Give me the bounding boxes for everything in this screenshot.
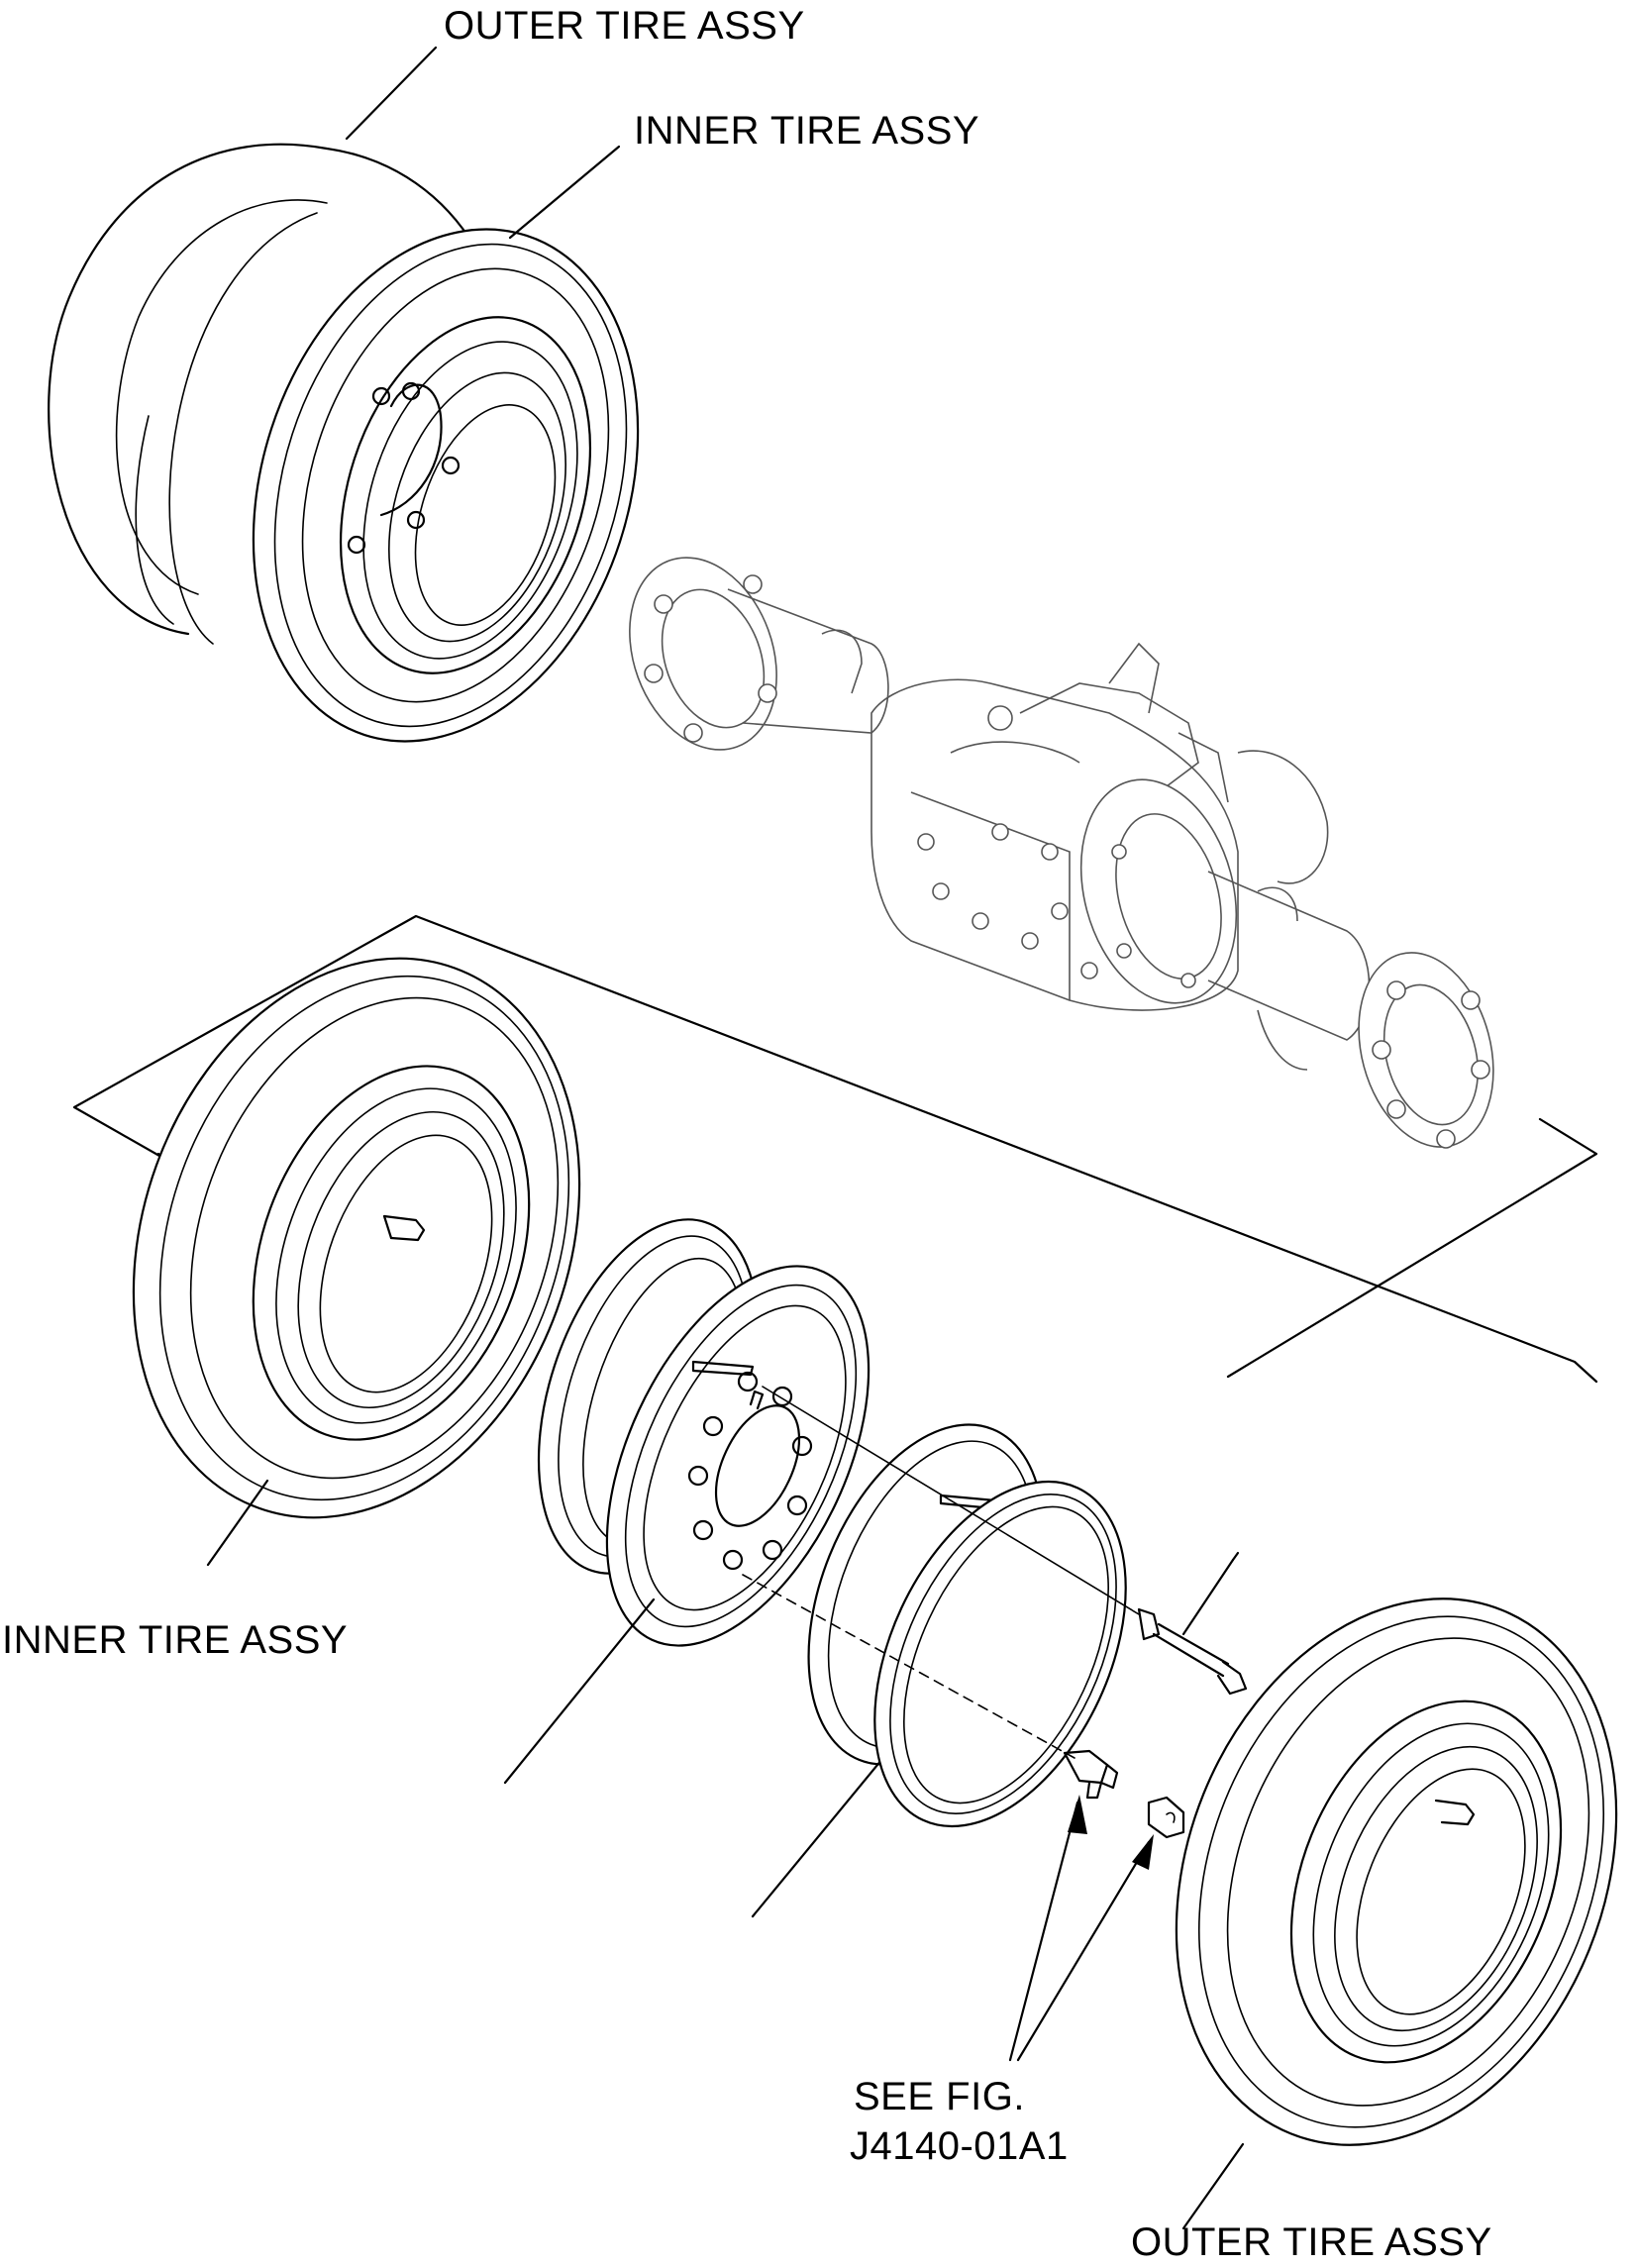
label-outer-tire-assy-bottom: OUTER TIRE ASSY (1131, 2220, 1492, 2264)
label-see-fig-line2: J4140-01A1 (850, 2124, 1069, 2168)
label-inner-tire-assy-left: INNER TIRE ASSY (2, 1618, 349, 1662)
left-inner-tire (132, 957, 581, 1567)
label-see-fig-line1: SEE FIG. (854, 2075, 1025, 2118)
label-outer-tire-assy-top: OUTER TIRE ASSY (444, 4, 805, 48)
valve-cap (1147, 1796, 1185, 1839)
top-dual-tire-assembly (48, 46, 640, 743)
valve-stem (742, 1574, 1119, 1800)
axle-housing (629, 557, 1494, 1149)
hub-stud-bolt (762, 1386, 1248, 1696)
right-outer-tire (1175, 1598, 1618, 2230)
see-fig-arrows (1008, 1795, 1154, 2062)
label-inner-tire-assy-top: INNER TIRE ASSY (634, 109, 980, 153)
wheel-rim (503, 1218, 870, 1785)
